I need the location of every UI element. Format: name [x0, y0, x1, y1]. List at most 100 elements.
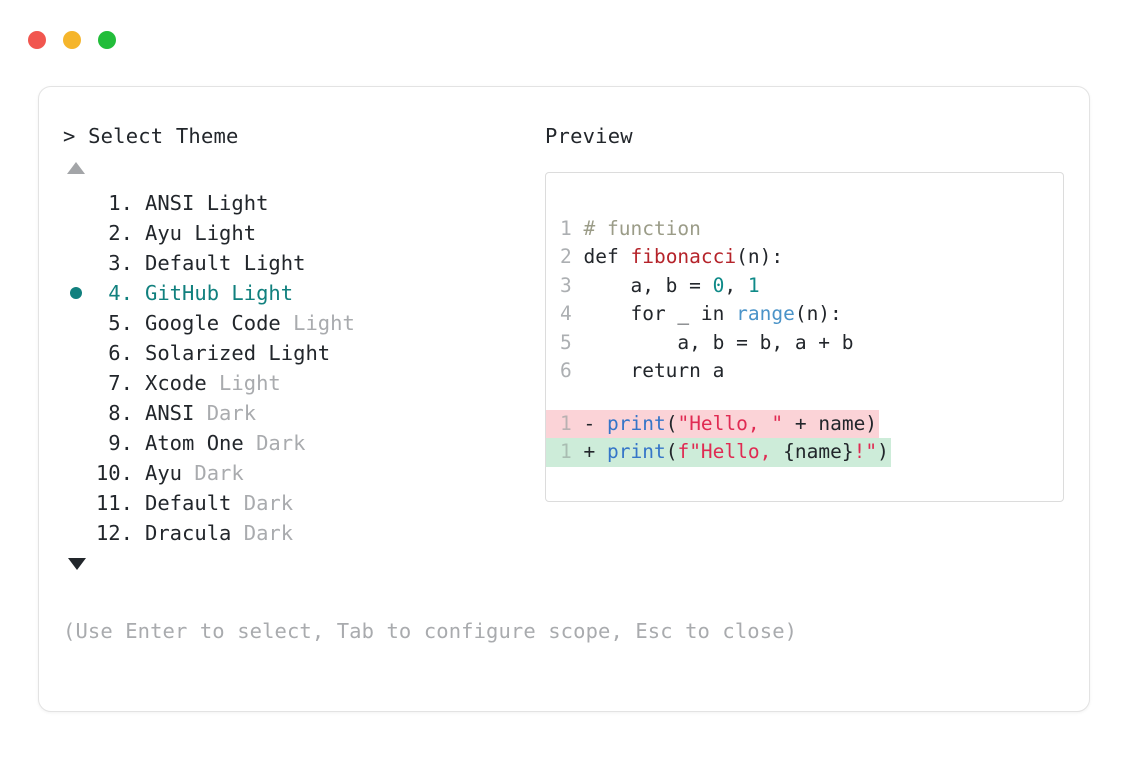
gutter-space: [572, 359, 584, 382]
close-window-button[interactable]: [28, 31, 46, 49]
gutter-space: [572, 302, 584, 325]
theme-item-variant: Light: [194, 190, 269, 215]
code-token: return a: [583, 359, 725, 383]
line-number: 2: [560, 245, 572, 269]
code-token: 1: [747, 273, 760, 297]
theme-list-item[interactable]: 2.Ayu Light: [63, 218, 533, 248]
selection-bullet-cell: [63, 488, 89, 518]
code-token: range: [736, 302, 795, 326]
theme-item-variant: Light: [256, 340, 331, 365]
code-line: 1 # function: [560, 215, 1063, 244]
theme-item-index: 12.: [95, 520, 133, 545]
theme-list-item[interactable]: 7. Xcode Light: [63, 368, 533, 398]
theme-item-variant: Dark: [194, 400, 257, 425]
theme-list-item[interactable]: 3. Default Light: [63, 248, 533, 278]
code-token: print: [607, 411, 666, 435]
selection-bullet-cell: [63, 428, 89, 458]
theme-item-name: Default: [145, 250, 232, 275]
theme-item-variant: Light: [219, 280, 294, 305]
triangle-up-icon[interactable]: [67, 161, 85, 174]
code-token: {name}: [783, 440, 854, 464]
theme-list: 1.ANSI Light 2.Ayu Light 3.Default Light…: [63, 188, 533, 548]
theme-item-index: 10.: [95, 460, 133, 485]
theme-item-variant: Light: [231, 250, 306, 275]
theme-item-index: 1.: [95, 190, 133, 215]
theme-list-item[interactable]: 10. Ayu Dark: [63, 458, 533, 488]
line-number: 6: [560, 359, 572, 383]
code-line: 4 for _ in range(n):: [560, 300, 1063, 329]
code-token: ,: [724, 273, 748, 297]
theme-item-name: Default: [145, 490, 232, 515]
theme-item-name: ANSI: [145, 400, 195, 425]
code-line: 3 a, b = 0, 1: [560, 272, 1063, 301]
theme-item-name: Xcode: [145, 370, 207, 395]
code-token: + name): [783, 411, 878, 435]
theme-item-variant: Dark: [231, 520, 294, 545]
theme-item-variant: Light: [280, 310, 355, 335]
line-number: 1: [560, 411, 572, 435]
code-line: 2 def fibonacci(n):: [560, 243, 1063, 272]
selection-bullet-cell: [63, 458, 89, 488]
code-token: fibonacci: [630, 245, 737, 269]
code-token: a, b = b, a + b: [583, 330, 854, 354]
theme-list-item[interactable]: 9.Atom One Dark: [63, 428, 533, 458]
sign-space: [595, 440, 607, 463]
maximize-window-button[interactable]: [98, 31, 116, 49]
code-token: (: [665, 411, 678, 435]
line-number: 1: [560, 440, 572, 464]
theme-list-item[interactable]: 4.GitHub Light: [63, 278, 533, 308]
line-number: 4: [560, 302, 572, 326]
theme-list-item[interactable]: 12. Dracula Dark: [63, 518, 533, 548]
theme-item-name: ANSI: [145, 190, 195, 215]
code-token: !": [853, 440, 878, 464]
theme-item-name: Ayu: [145, 460, 183, 485]
code-token: def: [583, 245, 631, 269]
theme-item-index: 2.: [95, 220, 133, 245]
theme-item-name: Google Code: [145, 310, 281, 335]
theme-item-name: Dracula: [145, 520, 232, 545]
theme-list-item[interactable]: 5. Google Code Light: [63, 308, 533, 338]
selection-bullet-cell: [63, 278, 89, 308]
theme-list-item[interactable]: 1. ANSI Light: [63, 188, 533, 218]
window-controls: [28, 31, 116, 49]
selection-bullet-cell: [63, 308, 89, 338]
theme-item-variant: Light: [182, 220, 257, 245]
code-token: (: [665, 440, 678, 464]
theme-item-index: 3.: [95, 250, 133, 275]
gutter-space: [572, 412, 584, 435]
prompt-label: > Select Theme: [63, 124, 239, 148]
code-token: (n):: [736, 245, 784, 269]
triangle-down-icon[interactable]: [68, 557, 86, 570]
theme-item-variant: Light: [206, 370, 281, 395]
theme-list-item[interactable]: 8.ANSI Dark: [63, 398, 533, 428]
selection-bullet-icon: [70, 286, 82, 299]
minimize-window-button[interactable]: [63, 31, 81, 49]
theme-item-index: 6.: [95, 340, 133, 365]
theme-item-index: 4.: [95, 280, 133, 305]
theme-item-index: 5.: [95, 310, 133, 335]
keyboard-hint: (Use Enter to select, Tab to configure s…: [63, 619, 798, 643]
theme-item-index: 9.: [95, 430, 133, 455]
theme-item-variant: Dark: [182, 460, 244, 485]
code-token: 0: [712, 273, 725, 297]
line-number: 5: [560, 330, 572, 354]
selection-bullet-cell: [63, 248, 89, 278]
theme-item-name: Atom One: [145, 430, 244, 455]
diff-sign: -: [583, 411, 596, 435]
code-token: ): [877, 440, 889, 464]
theme-item-index: 7.: [95, 370, 133, 395]
gutter-space: [572, 331, 584, 354]
preview-title: Preview: [545, 124, 633, 148]
diff-added-line: 1 + print(f"Hello, {name}!"): [546, 438, 891, 467]
theme-list-item[interactable]: 6.Solarized Light: [63, 338, 533, 368]
theme-list-item[interactable]: 11.Default Dark: [63, 488, 533, 518]
gutter-space: [572, 440, 584, 463]
theme-selector-card: > Select Theme 1.ANSI Light 2.Ayu Light …: [38, 86, 1090, 712]
selection-bullet-cell: [63, 368, 89, 398]
gutter-space: [572, 274, 584, 297]
gutter-space: [572, 217, 584, 240]
code-token: # function: [583, 216, 701, 240]
